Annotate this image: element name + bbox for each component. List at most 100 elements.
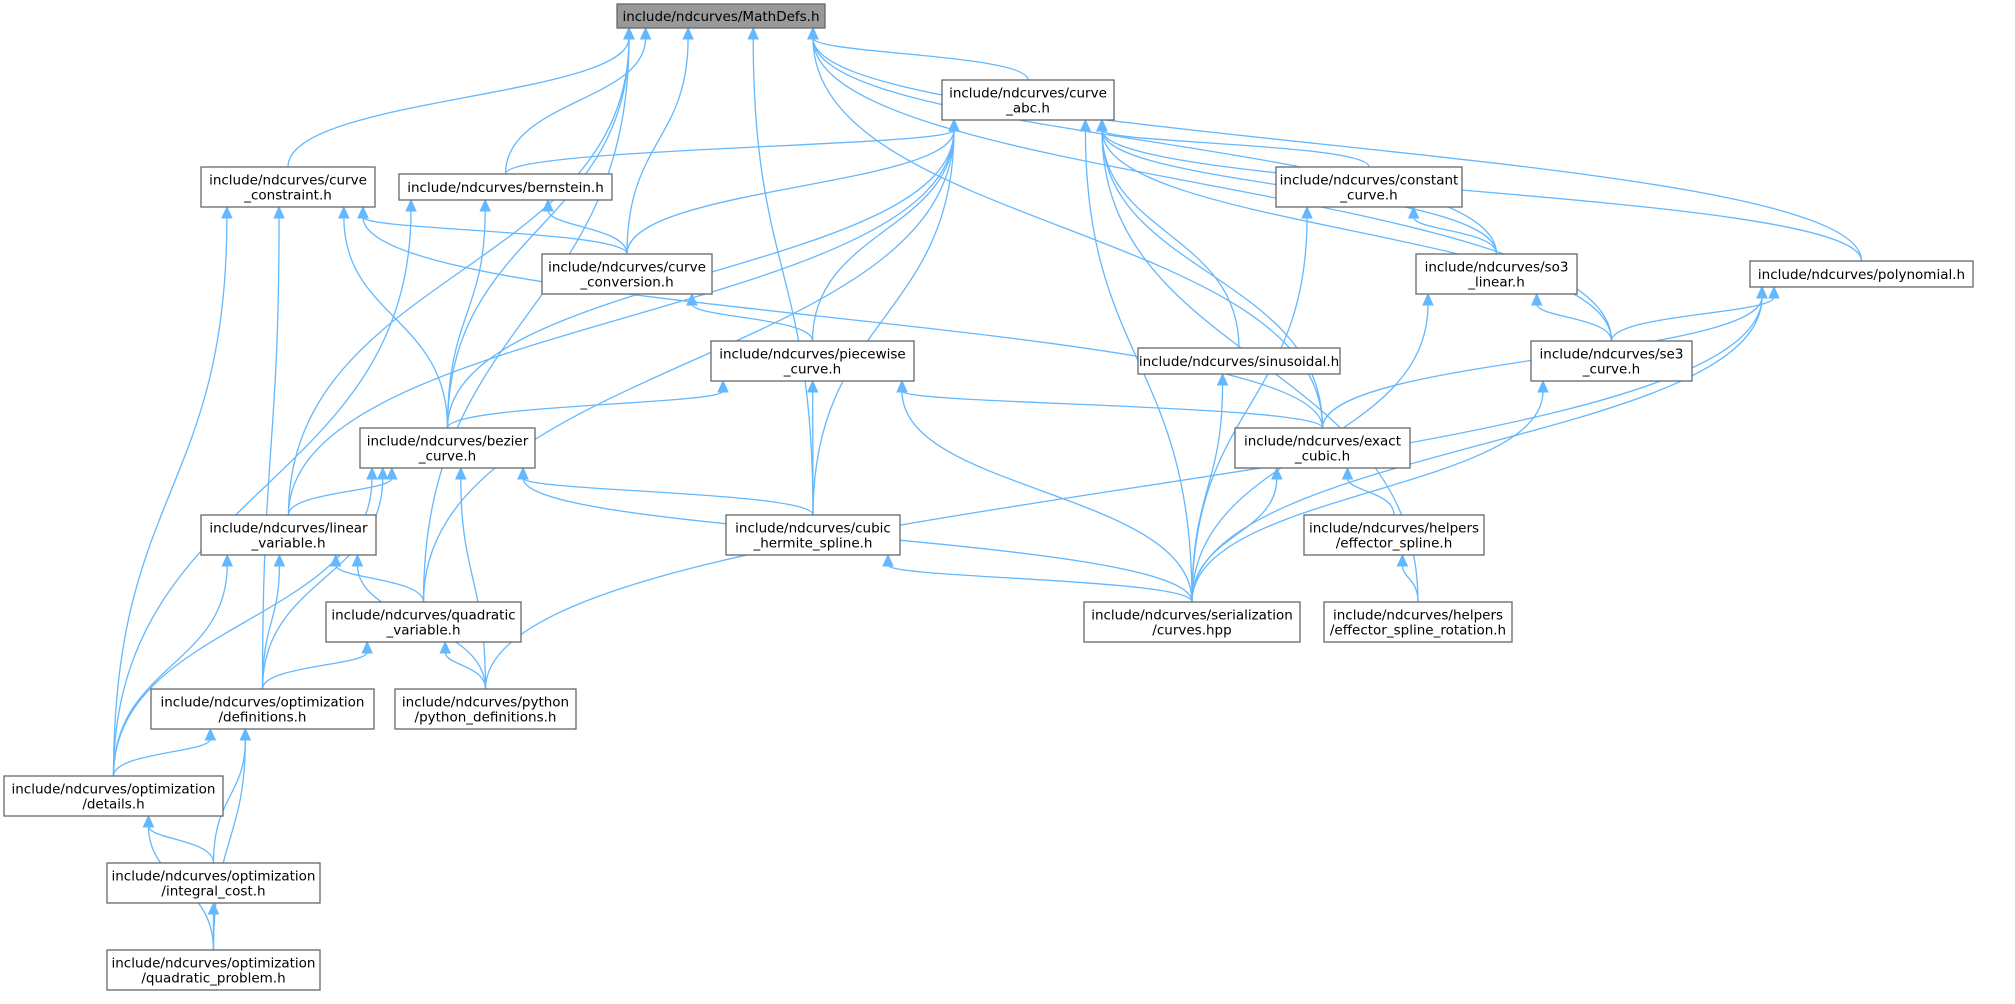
arrowhead	[1422, 292, 1434, 306]
arrowhead	[366, 466, 378, 480]
node-opt-definitions[interactable]: include/ndcurves/optimization/definition…	[150, 688, 375, 730]
node-quadratic-problem[interactable]: include/ndcurves/optimization/quadratic_…	[106, 949, 321, 991]
node-cubic-hermite[interactable]: include/ndcurves/cubic_hermite_spline.h	[725, 514, 901, 556]
edge-line	[1536, 303, 1613, 342]
edge-serialization-to-constant-curve	[1191, 205, 1313, 603]
arrowhead	[1407, 205, 1420, 219]
node-box	[941, 79, 1115, 121]
edge-integral-cost-to-opt-details	[142, 814, 215, 864]
node-sinusoidal[interactable]: include/ndcurves/sinusoidal.h	[1137, 347, 1341, 375]
arrowhead	[639, 26, 652, 40]
edge-se3-curve-to-so3-linear	[1530, 292, 1613, 342]
node-box	[725, 514, 901, 556]
edge-serialization-to-exact-cubic	[1191, 466, 1283, 603]
node-effector-spline[interactable]: include/ndcurves/helpers/effector_spline…	[1303, 514, 1485, 556]
node-label-line: /curves.hpp	[1152, 623, 1231, 639]
node-box	[710, 340, 915, 382]
edge-python-definitions-to-bezier-curve	[455, 466, 487, 690]
node-box	[359, 427, 536, 469]
node-bezier-curve[interactable]: include/ndcurves/bezier_curve.h	[359, 427, 536, 469]
node-bernstein[interactable]: include/ndcurves/bernstein.h	[398, 173, 613, 201]
edge-cubic-hermite-to-mathdefs	[747, 26, 814, 516]
node-label-line: _variable.h	[250, 536, 325, 552]
arrowhead	[357, 205, 369, 219]
node-linear-variable[interactable]: include/ndcurves/linear_variable.h	[200, 514, 377, 556]
node-constant-curve[interactable]: include/ndcurves/constant_curve.h	[1275, 166, 1463, 208]
node-curve-constraint[interactable]: include/ndcurves/curve_constraint.h	[200, 166, 376, 208]
node-python-definitions[interactable]: include/ndcurves/python/python_definitio…	[394, 688, 577, 730]
arrowhead	[273, 205, 285, 219]
node-curve-abc[interactable]: include/ndcurves/curve_abc.h	[941, 79, 1115, 121]
arrowhead	[204, 727, 217, 741]
edge-opt-definitions-to-linear-variable	[261, 553, 286, 690]
arrowhead	[717, 379, 729, 393]
arrowhead	[376, 466, 389, 480]
node-label-line: _curve.h	[1339, 188, 1397, 204]
node-box	[1530, 340, 1693, 382]
node-piecewise-curve[interactable]: include/ndcurves/piecewise_curve.h	[710, 340, 915, 382]
node-label-line: include/ndcurves/exact	[1244, 434, 1401, 450]
edge-line	[287, 37, 630, 168]
arrowhead	[682, 26, 694, 40]
node-opt-details[interactable]: include/ndcurves/optimization/details.h	[3, 775, 224, 817]
node-label-line: include/ndcurves/polynomial.h	[1758, 267, 1965, 283]
node-exact-cubic[interactable]: include/ndcurves/exact_cubic.h	[1234, 427, 1411, 469]
arrowhead	[1216, 372, 1229, 386]
node-label-line: _curve.h	[1582, 362, 1640, 378]
node-se3-curve[interactable]: include/ndcurves/se3_curve.h	[1530, 340, 1693, 382]
node-effector-spline-rotation[interactable]: include/ndcurves/helpers/effector_spline…	[1323, 601, 1513, 643]
arrowhead	[517, 466, 529, 480]
arrowhead	[142, 814, 155, 828]
edge-quadratic-problem-to-opt-definitions	[212, 727, 252, 951]
edge-line	[812, 37, 1029, 81]
node-label-line: include/ndcurves/python	[402, 695, 569, 711]
node-label-line: /integral_cost.h	[161, 884, 265, 900]
node-box	[1749, 260, 1974, 288]
node-curve-conversion[interactable]: include/ndcurves/curve_conversion.h	[541, 253, 713, 295]
node-label-line: include/ndcurves/optimization	[12, 782, 216, 798]
edge-line	[261, 216, 280, 690]
arrowhead	[221, 205, 233, 219]
arrowhead	[386, 466, 398, 480]
node-label-line: _linear.h	[1467, 275, 1525, 291]
edge-line	[1191, 390, 1544, 603]
edge-line	[261, 564, 281, 690]
edge-line	[887, 564, 1193, 603]
edge-line	[1191, 383, 1224, 603]
node-box	[1234, 427, 1411, 469]
edge-effector-spline-to-exact-cubic	[1341, 466, 1395, 516]
node-polynomial[interactable]: include/ndcurves/polynomial.h	[1749, 260, 1974, 288]
node-quadratic-variable[interactable]: include/ndcurves/quadratic_variable.h	[325, 601, 522, 643]
node-box	[1323, 601, 1513, 643]
edge-line	[1191, 477, 1278, 603]
node-label-line: include/ndcurves/optimization	[112, 956, 316, 972]
edge-curve-conversion-to-bernstein	[542, 198, 628, 255]
edge-opt-definitions-to-quadratic-variable	[261, 640, 373, 690]
node-integral-cost[interactable]: include/ndcurves/optimization/integral_c…	[106, 862, 321, 904]
arrowhead	[1301, 205, 1313, 219]
node-box	[106, 949, 321, 991]
node-mathdefs[interactable]: include/ndcurves/MathDefs.h	[616, 3, 826, 29]
arrowhead	[806, 379, 819, 393]
edge-line	[212, 738, 246, 864]
edge-opt-definitions-to-bezier-curve	[261, 466, 389, 690]
node-so3-linear[interactable]: include/ndcurves/so3_linear.h	[1415, 253, 1578, 295]
arrowhead	[896, 379, 908, 393]
edge-line	[1101, 129, 1370, 168]
edge-quadratic-problem-to-integral-cost	[207, 901, 220, 950]
node-serialization[interactable]: include/ndcurves/serialization/curves.hp…	[1083, 601, 1301, 643]
node-label-line: include/ndcurves/piecewise	[719, 347, 905, 363]
edge-line	[812, 37, 1498, 255]
arrowhead	[1396, 553, 1409, 567]
edge-polynomial-to-mathdefs	[807, 26, 1863, 262]
node-label-line: include/ndcurves/helpers	[1333, 608, 1503, 624]
node-label-line: /effector_spline_rotation.h	[1330, 623, 1506, 639]
node-box	[394, 688, 577, 730]
edge-polynomial-to-curve-abc	[1096, 118, 1863, 262]
node-box	[398, 173, 613, 201]
edge-line	[261, 477, 384, 690]
edge-exact-cubic-to-piecewise-curve	[896, 379, 1324, 429]
edge-serialization-to-cubic-hermite	[882, 553, 1193, 603]
node-label-line: include/ndcurves/optimization	[112, 869, 316, 885]
edge-line	[287, 37, 630, 516]
